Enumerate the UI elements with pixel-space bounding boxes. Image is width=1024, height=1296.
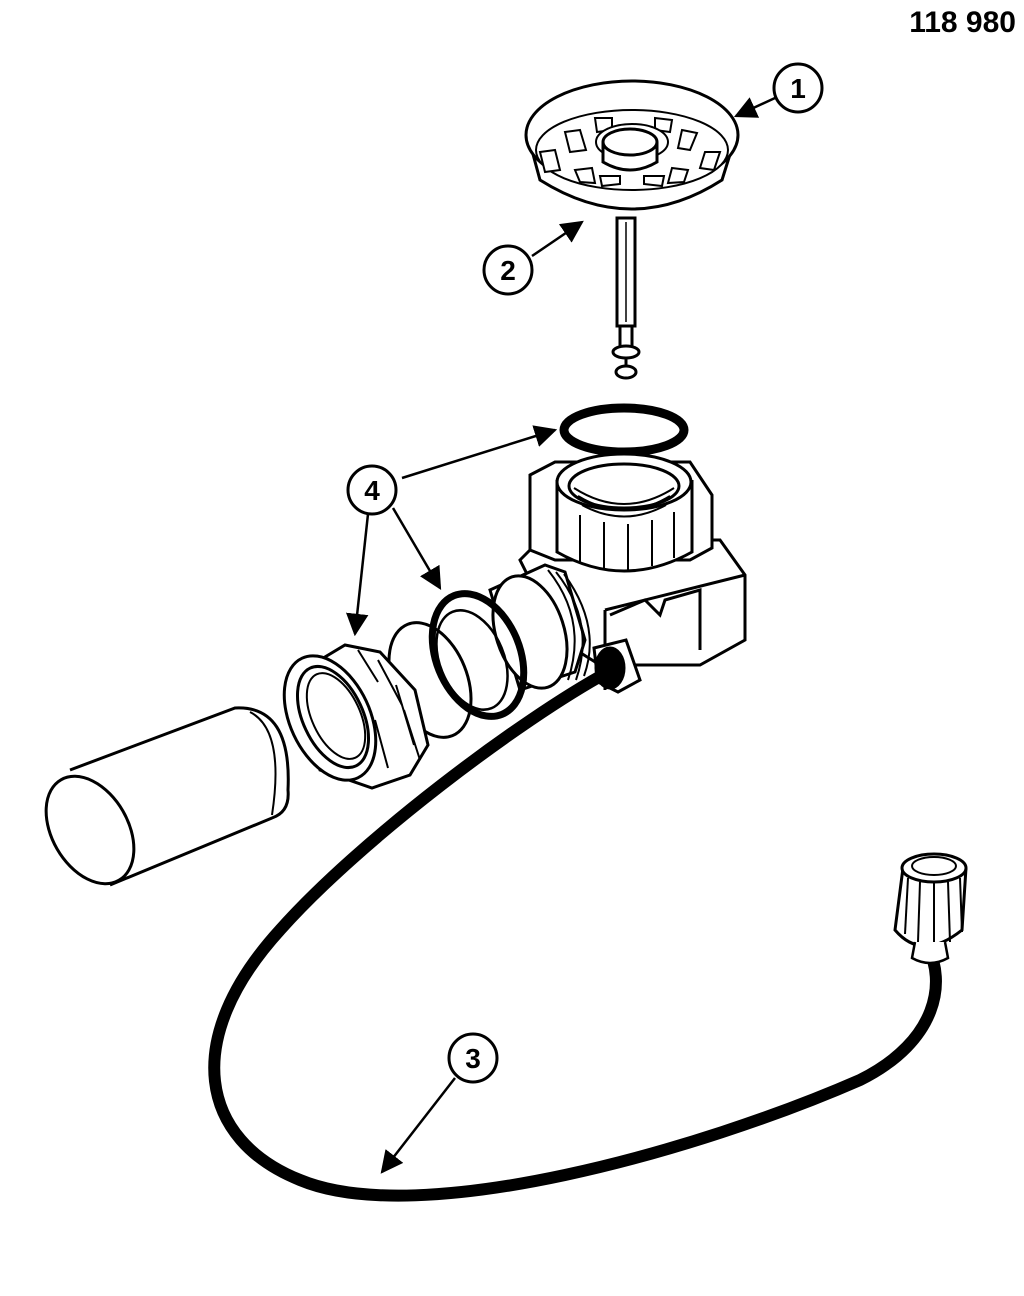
callout-2: 2 [482,244,534,296]
leader-lines [345,96,776,1174]
leader-line-3 [380,1077,456,1174]
callout-2-label: 2 [500,255,516,286]
large-o-ring [428,590,528,720]
pipe [44,706,290,887]
leader-line-4a [401,425,558,480]
callout-1-label: 1 [790,73,806,104]
callout-3-label: 3 [465,1043,481,1074]
leader-line-1 [733,96,776,118]
drawing-number: 118 980 [909,6,1016,39]
pop-up-cable [208,666,942,1202]
strainer-basket [524,79,740,211]
callout-1: 1 [772,62,824,114]
leader-line-4b [391,507,442,590]
union-nut [282,643,430,790]
leader-line-4c [345,513,370,637]
callout-4-label: 4 [364,475,380,506]
strainer-stem [611,216,641,380]
leader-line-2 [531,220,584,258]
top-gasket [559,403,689,457]
callout-3: 3 [447,1032,499,1084]
valve-body [488,452,747,694]
control-knob [893,852,968,965]
callout-4: 4 [346,464,398,516]
